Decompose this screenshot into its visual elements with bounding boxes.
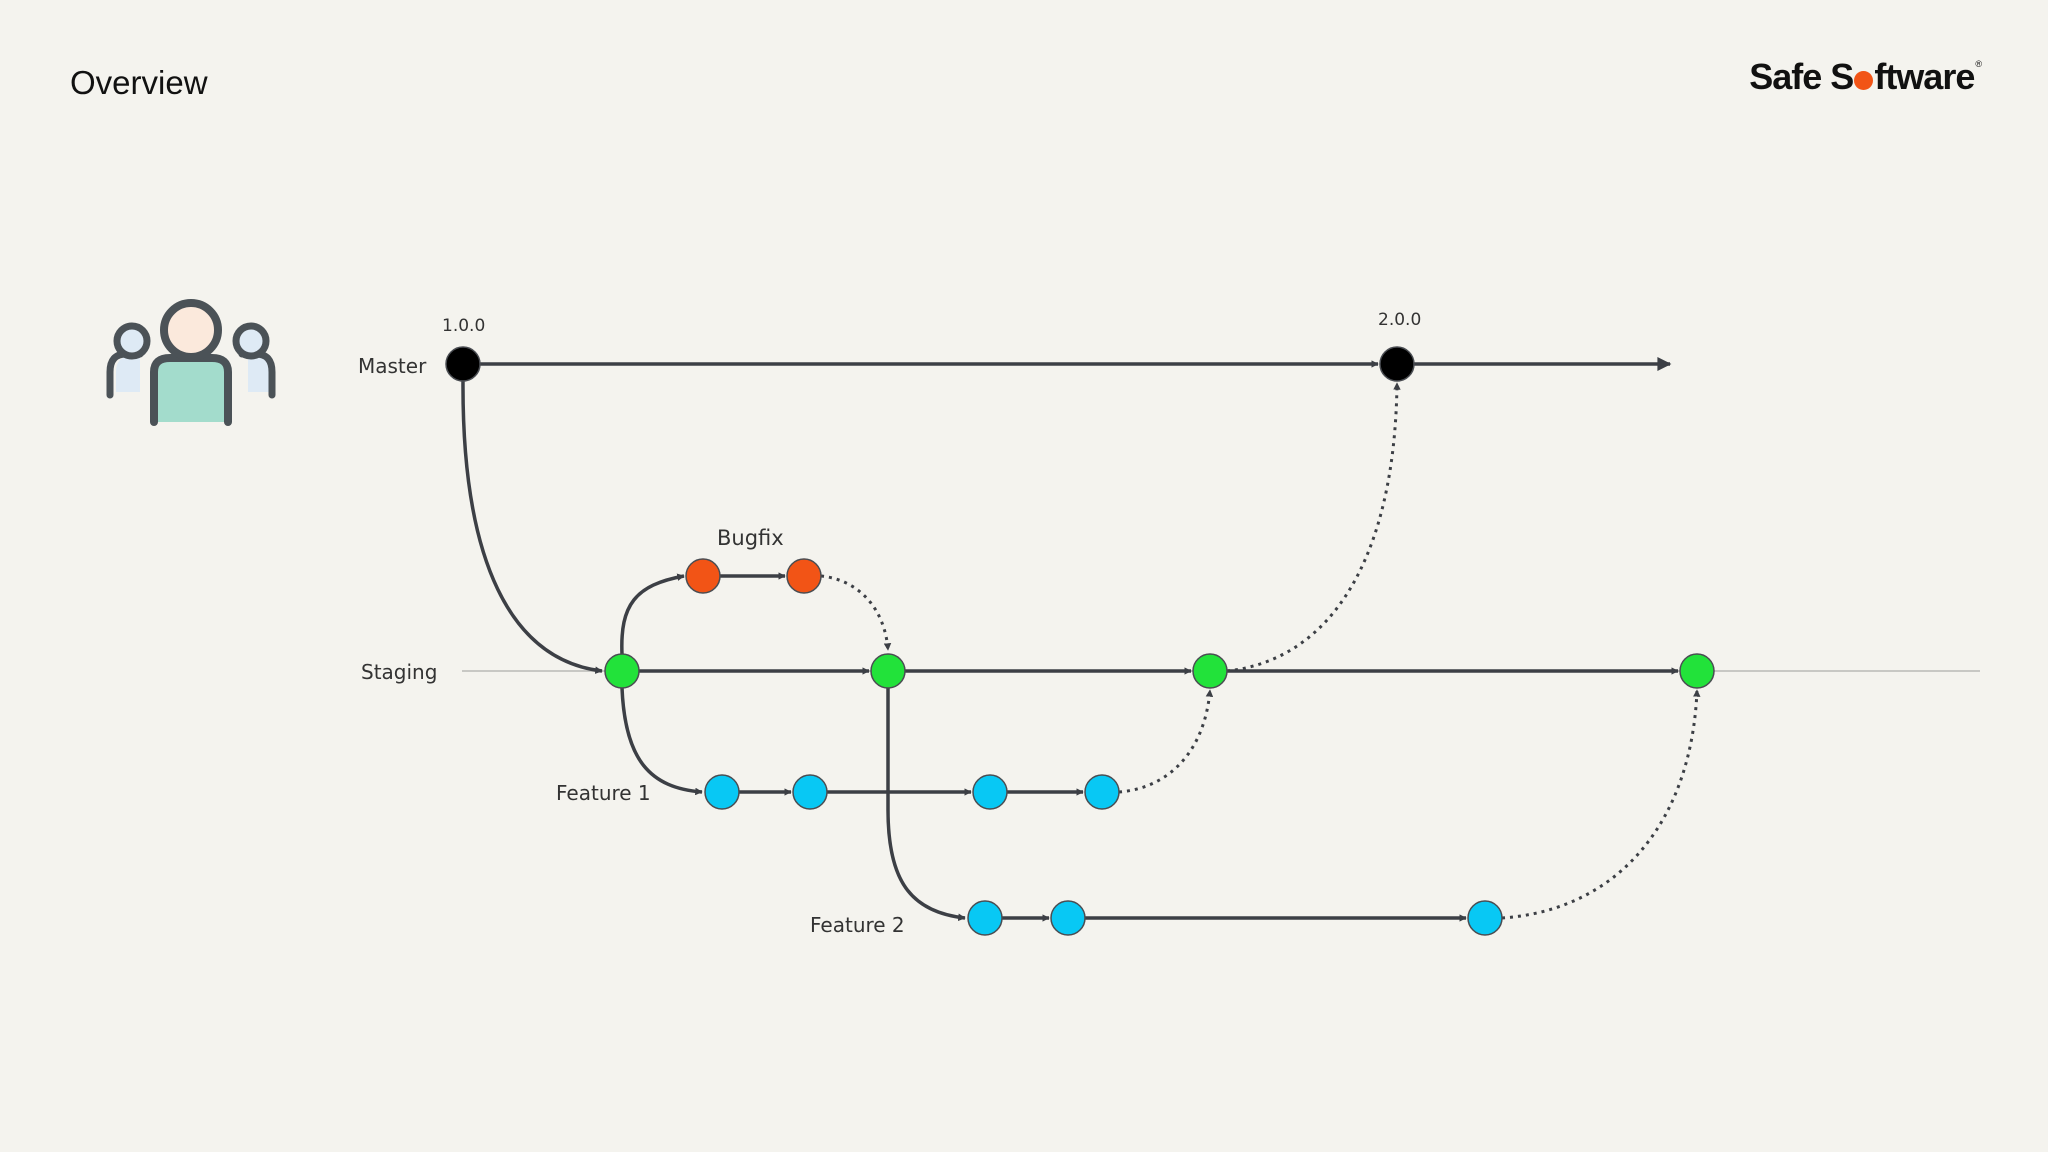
version-label-1-0-0: 1.0.0 <box>442 316 485 336</box>
edge-staging-2-to-feature2-1 <box>886 688 966 921</box>
people-group-icon <box>106 299 276 426</box>
commit-nodes <box>445 346 1715 936</box>
version-label-2-0-0: 2.0.0 <box>1378 310 1421 330</box>
commit-node-feature1-1 <box>704 774 740 810</box>
commit-node-feature2-1 <box>967 900 1003 936</box>
slide-title: Overview <box>70 64 208 101</box>
branch-label-staging: Staging <box>361 660 437 684</box>
brand-logo-o-dot <box>1854 71 1874 90</box>
brand-logo-part2: ftware <box>1874 56 1975 97</box>
commit-node-bugfix-1 <box>685 558 721 594</box>
edge-master-1-to-staging-1 <box>461 380 603 674</box>
branch-label-master: Master <box>358 354 427 378</box>
commit-node-feature2-2 <box>1050 900 1086 936</box>
branch-label-bugfix: Bugfix <box>717 526 784 550</box>
brand-trademark: ® <box>1975 59 1982 69</box>
merge-edges <box>820 382 1701 920</box>
edge-staging-1-to-feature1-1 <box>620 687 703 796</box>
brand-logo-part1: Safe S <box>1749 56 1854 97</box>
commit-node-staging-1 <box>604 653 640 689</box>
commit-node-feature1-4 <box>1084 774 1120 810</box>
commit-node-bugfix-2 <box>786 558 822 594</box>
edge-staging-1-to-bugfix-1 <box>620 573 685 655</box>
merge-bugfix-2-to-staging-2 <box>820 574 892 651</box>
brand-logo: Safe S ftware® <box>1749 56 1982 98</box>
branch-label-feature2: Feature 2 <box>810 913 905 937</box>
commit-node-master-1 <box>445 346 481 382</box>
commit-node-feature1-3 <box>972 774 1008 810</box>
merge-feature1-4-to-staging-3 <box>1118 689 1214 794</box>
merge-feature2-3-to-staging-4 <box>1501 689 1701 920</box>
commit-node-staging-3 <box>1192 653 1228 689</box>
branch-label-feature1: Feature 1 <box>556 781 651 805</box>
commit-node-feature1-2 <box>792 774 828 810</box>
commit-edges <box>461 357 1679 922</box>
commit-node-feature2-3 <box>1467 900 1503 936</box>
commit-node-staging-4 <box>1679 653 1715 689</box>
merge-staging-3-to-master-2 <box>1226 382 1401 673</box>
commit-node-staging-2 <box>870 653 906 689</box>
commit-node-master-2 <box>1379 346 1415 382</box>
